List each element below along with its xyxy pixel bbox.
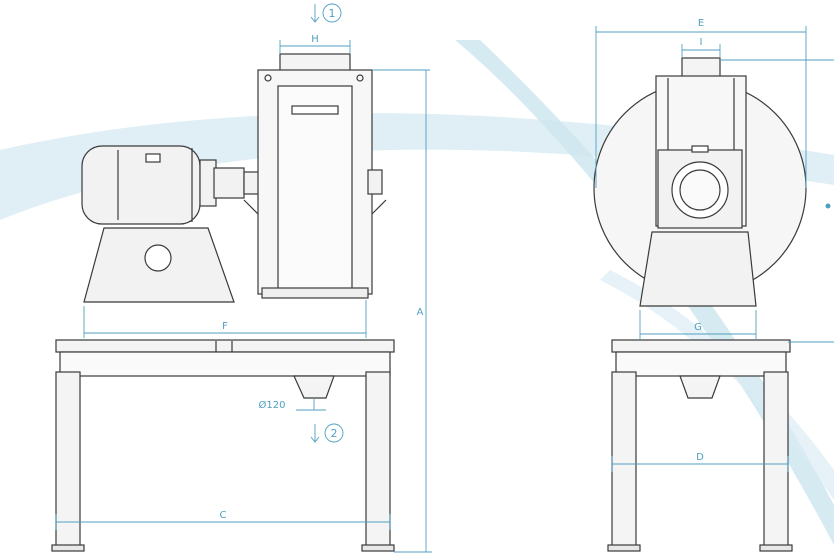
dim-label-e: E (698, 18, 704, 29)
dim-label-a: A (417, 307, 424, 318)
dim-label-c: C (220, 510, 227, 521)
outlet-diameter-label: Ø120 (259, 399, 286, 411)
dim-label-f: F (222, 321, 228, 332)
dim-label-g: G (694, 322, 702, 333)
dim-label-i: I (700, 37, 703, 48)
inlet-marker-number: 1 (329, 7, 336, 20)
front-view (51, 53, 395, 552)
support-stand (51, 339, 395, 552)
outlet-marker-number: 2 (331, 427, 338, 440)
inlet-marker-circle (322, 3, 342, 23)
side-view (593, 57, 807, 552)
side-stand (607, 339, 793, 552)
dimension-lines (55, 4, 834, 553)
dim-label-h: H (311, 34, 319, 45)
edge-dot (825, 203, 831, 209)
outlet-marker-circle (324, 423, 344, 443)
side-motor-base (639, 231, 757, 307)
motor-base (83, 227, 235, 303)
dim-label-d: D (696, 452, 704, 463)
side-motor (657, 145, 743, 229)
motor (81, 145, 261, 225)
mill-housing (243, 53, 387, 299)
